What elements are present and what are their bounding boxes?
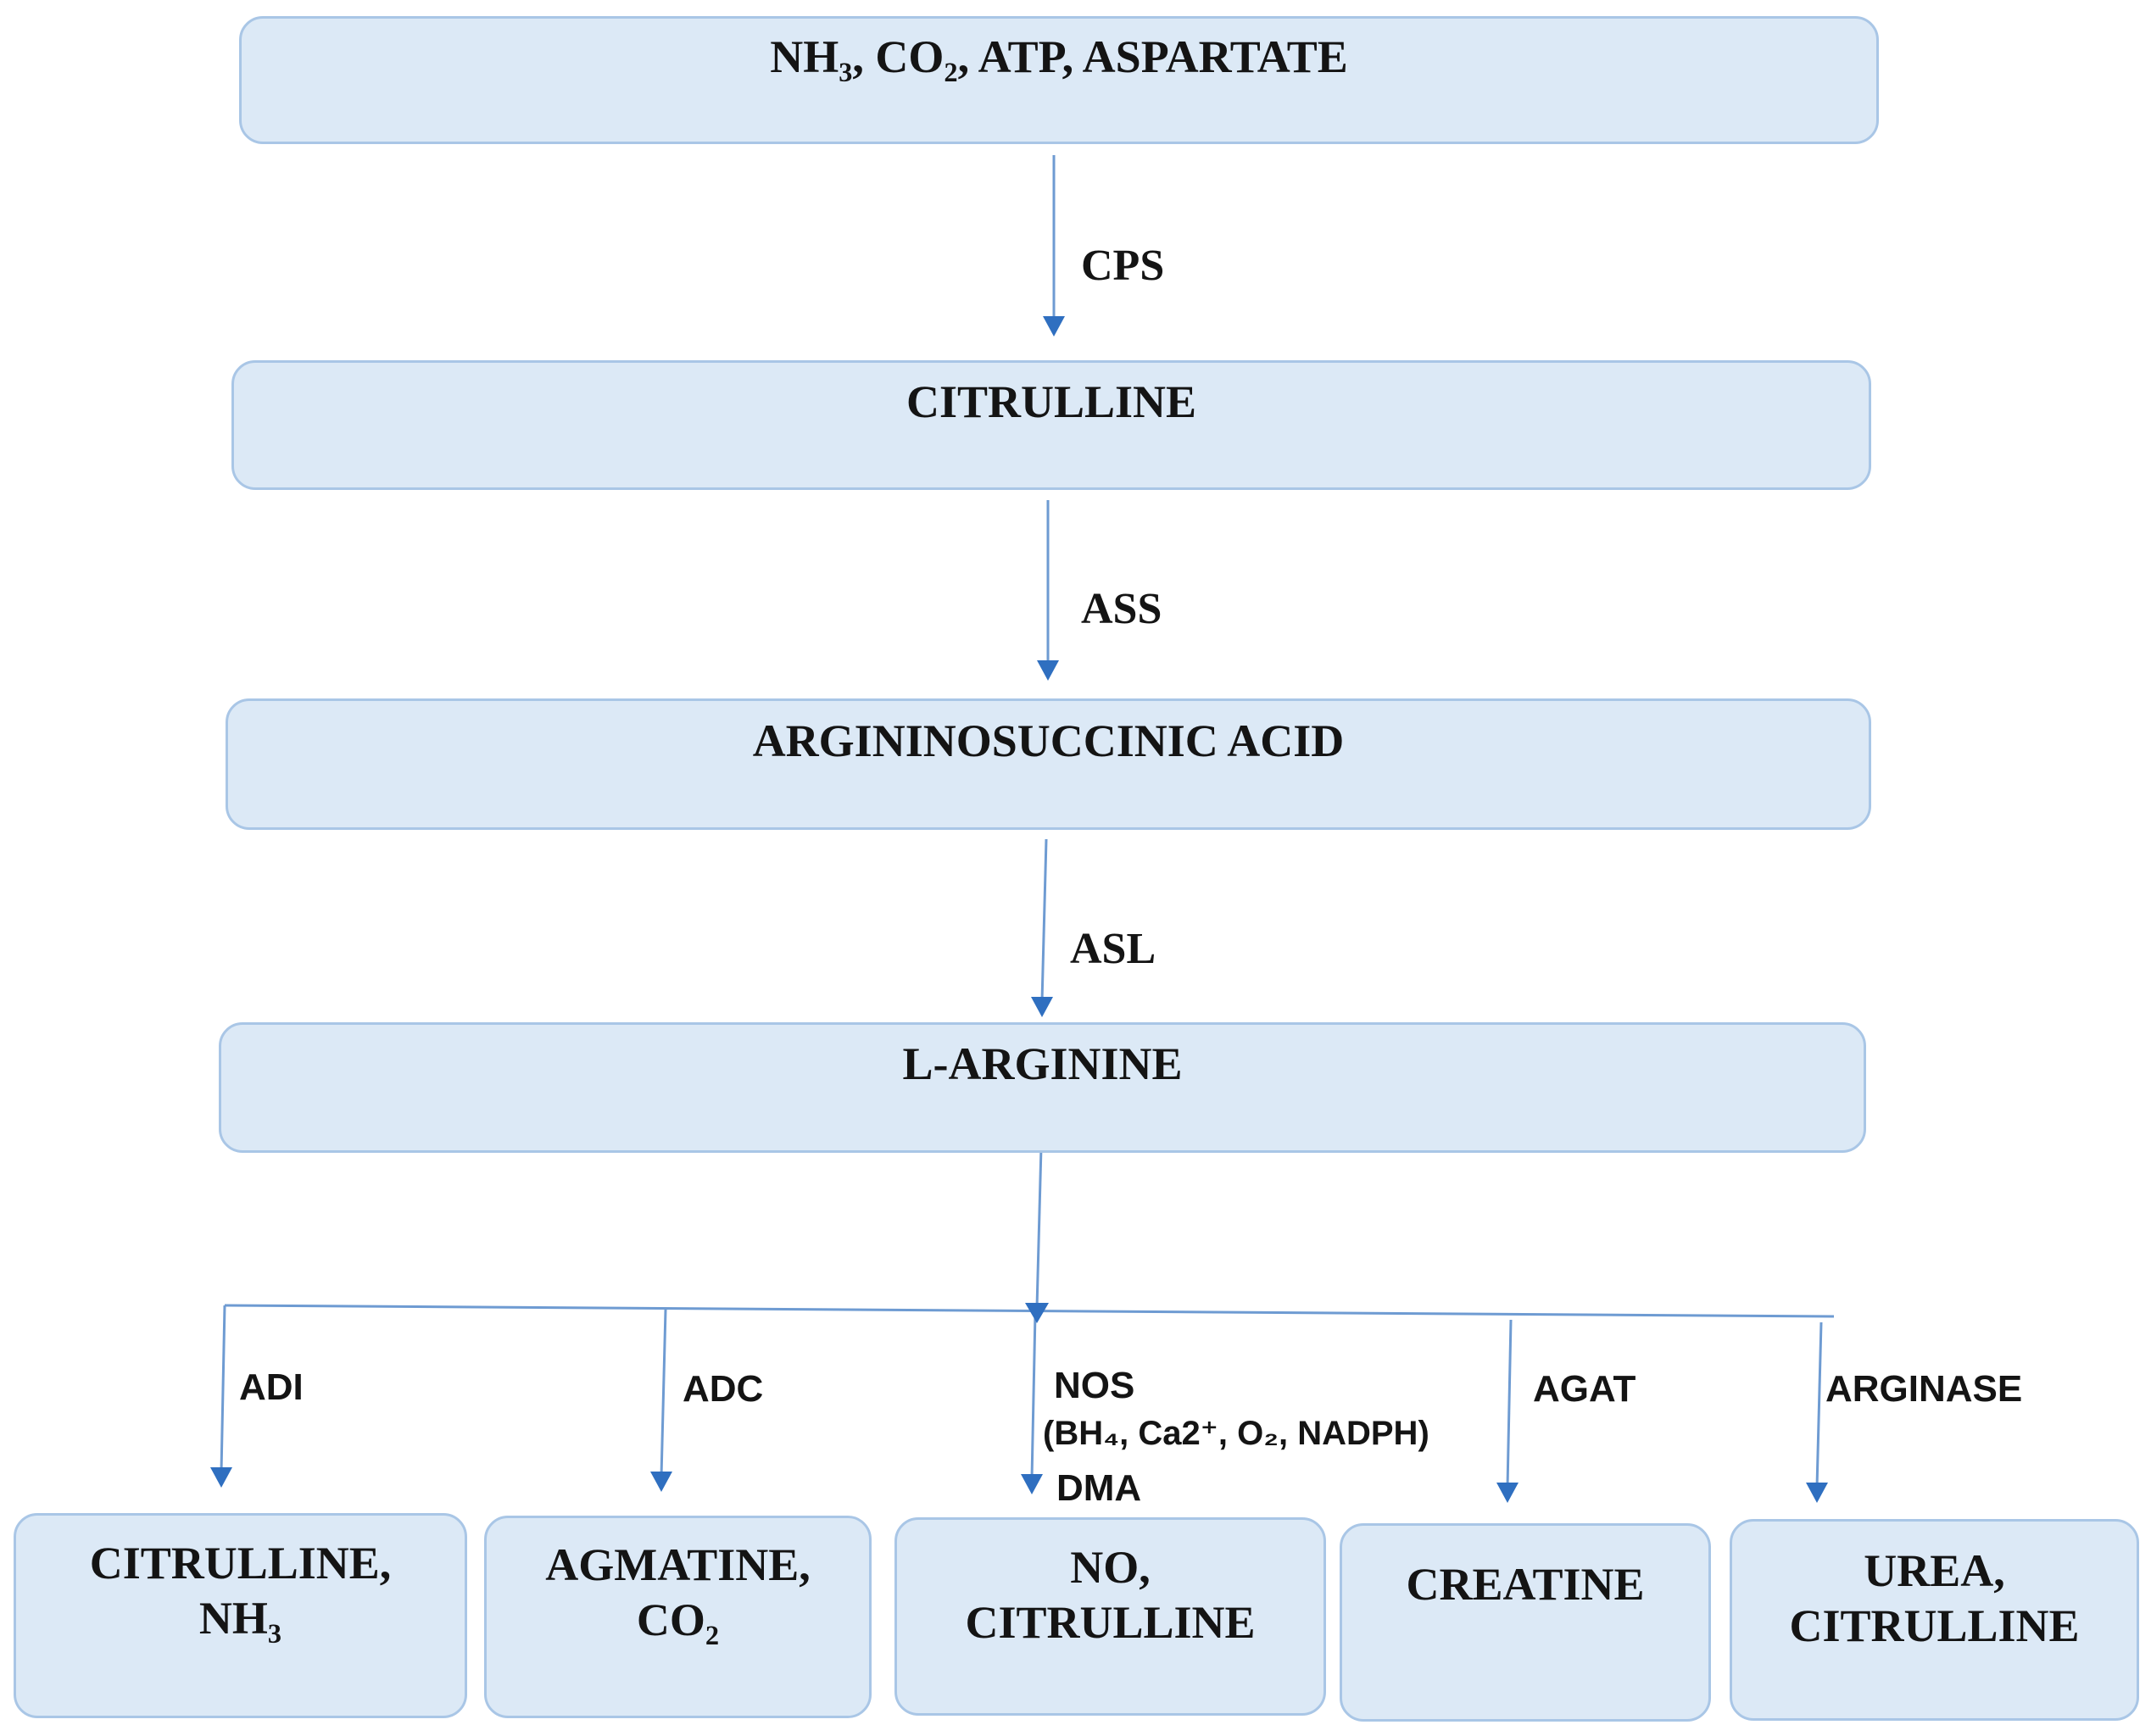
- arrowhead-adi: [210, 1467, 232, 1488]
- arrow-agat: [1506, 1319, 1513, 1488]
- arrowhead-arginase: [1806, 1483, 1828, 1503]
- node-citrulline-nh3: CITRULLINE, NH₃: [14, 1513, 467, 1718]
- arrowhead-asl: [1031, 997, 1053, 1017]
- branch-bar: [224, 1304, 1835, 1318]
- arrowhead-cps: [1043, 316, 1065, 337]
- enzyme-label-adi: ADI: [239, 1366, 304, 1408]
- arrow-trunk: [1035, 1146, 1043, 1309]
- node-citrulline: CITRULLINE: [231, 360, 1871, 490]
- enzyme-label-cps: CPS: [1081, 242, 1165, 290]
- enzyme-label-arginase: ARGINASE: [1825, 1368, 2023, 1410]
- node-creatine-label: CREATINE: [1406, 1558, 1645, 1610]
- arrowhead-ass: [1037, 660, 1059, 681]
- node-l-arginine-label: L-ARGININE: [902, 1038, 1183, 1090]
- arrow-arginase: [1815, 1321, 1823, 1488]
- node-creatine: CREATINE: [1340, 1523, 1711, 1722]
- arrowhead-adc: [650, 1472, 672, 1492]
- enzyme-label-nos-cofactors: (BH₄, Ca2⁺, O₂, NADPH): [1043, 1415, 1429, 1452]
- node-substrates: NH₃, CO₂, ATP, ASPARTATE: [239, 16, 1879, 144]
- node-agmatine-co2: AGMATINE, CO₂: [484, 1516, 872, 1718]
- enzyme-label-agat: AGAT: [1533, 1368, 1636, 1410]
- node-no-citrulline: NO, CITRULLINE: [894, 1517, 1326, 1716]
- arrowhead-agat: [1496, 1483, 1519, 1503]
- enzyme-label-ass: ASS: [1081, 585, 1162, 633]
- node-no-citrulline-label: NO, CITRULLINE: [965, 1542, 1256, 1648]
- node-urea-citrulline-label: UREA, CITRULLINE: [1789, 1545, 2080, 1651]
- enzyme-label-dma: DMA: [1056, 1467, 1142, 1509]
- node-substrates-label: NH₃, CO₂, ATP, ASPARTATE: [770, 31, 1348, 82]
- arrow-adc: [660, 1309, 667, 1477]
- arrowhead-nos: [1021, 1474, 1043, 1494]
- node-citrulline-nh3-label: CITRULLINE, NH₃: [89, 1538, 392, 1644]
- enzyme-label-adc: ADC: [683, 1368, 764, 1410]
- node-citrulline-label: CITRULLINE: [906, 376, 1197, 427]
- node-urea-citrulline: UREA, CITRULLINE: [1730, 1519, 2139, 1721]
- arrow-nos: [1030, 1312, 1037, 1480]
- node-agmatine-co2-label: AGMATINE, CO₂: [545, 1538, 811, 1645]
- node-argininosuccinic-acid-label: ARGININOSUCCINIC ACID: [752, 715, 1345, 766]
- arrow-adi: [220, 1305, 226, 1473]
- node-argininosuccinic-acid: ARGININOSUCCINIC ACID: [226, 698, 1871, 830]
- enzyme-label-asl: ASL: [1070, 925, 1156, 973]
- enzyme-label-nos: NOS: [1054, 1365, 1135, 1406]
- arrowhead-trunk: [1025, 1303, 1049, 1323]
- arrow-asl: [1040, 838, 1048, 1003]
- node-l-arginine: L-ARGININE: [219, 1022, 1866, 1153]
